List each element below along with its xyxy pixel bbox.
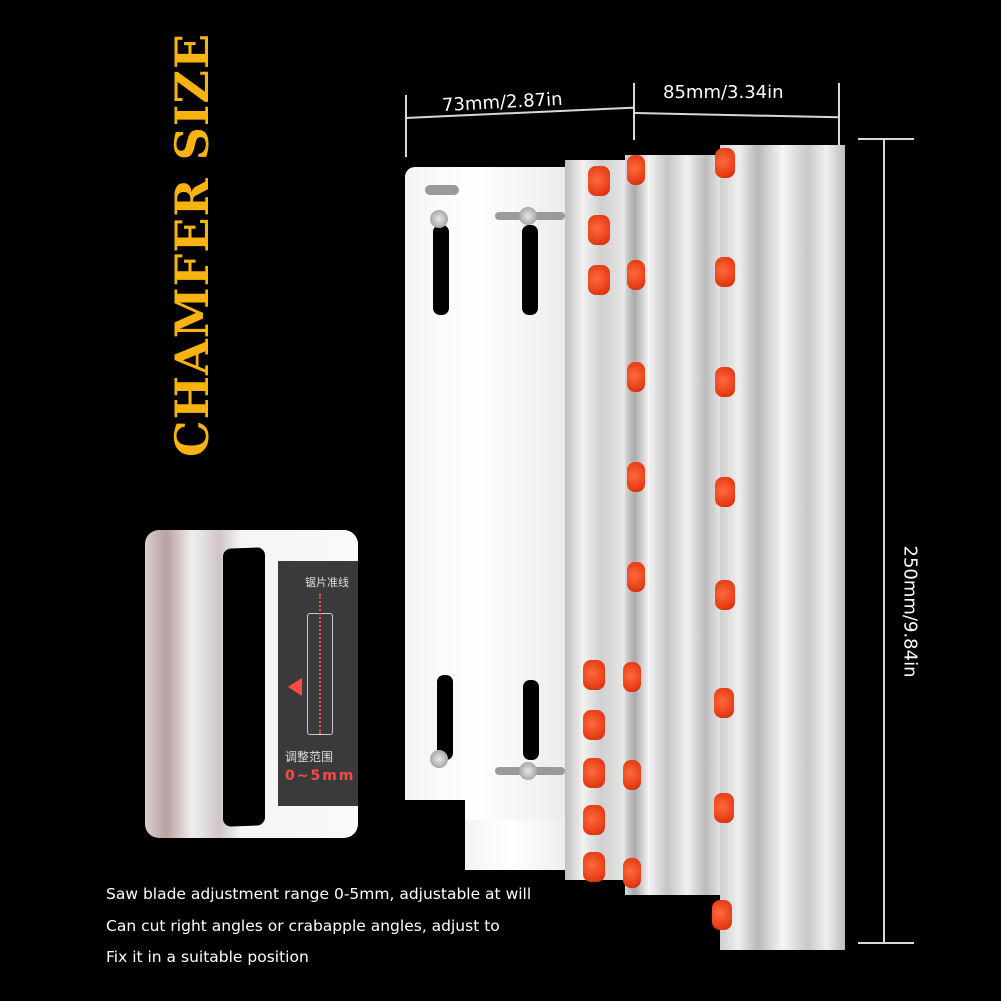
plate-foot	[465, 820, 580, 870]
bolt-icon	[425, 185, 459, 195]
roller-icon	[583, 758, 605, 788]
arrow-left-icon	[288, 678, 302, 696]
title-banner: CHAMFER SIZE	[165, 33, 219, 457]
base-plate	[405, 167, 580, 845]
roller-icon	[715, 580, 735, 610]
inset-label-bottom: 调整范围	[285, 750, 334, 764]
dim-line-height	[883, 139, 885, 943]
plate-notch	[405, 800, 465, 845]
page-title: CHAMFER SIZE	[165, 32, 219, 458]
inset-slot	[223, 547, 265, 827]
roller-icon	[623, 760, 641, 790]
inset-range: 0~5mm	[285, 768, 356, 784]
roller-icon	[588, 265, 610, 295]
roller-icon	[583, 805, 605, 835]
roller-icon	[714, 688, 734, 718]
slot-top-left	[433, 225, 449, 315]
roller-icon	[623, 858, 641, 888]
roller-icon	[588, 215, 610, 245]
slot-bottom-left	[437, 675, 453, 760]
caption-line-3: Fix it in a suitable position	[106, 948, 309, 966]
roller-icon	[583, 660, 605, 690]
inset-blade-line	[319, 594, 321, 734]
detail-inset: 锯片准线 调整范围 0~5mm	[145, 530, 358, 838]
rail-3	[720, 145, 845, 950]
roller-icon	[583, 710, 605, 740]
caption-line-2: Can cut right angles or crabapple angles…	[106, 917, 500, 935]
dim-tick-left	[405, 95, 407, 157]
wing-nut-icon	[519, 207, 537, 225]
wing-nut-icon	[430, 210, 448, 228]
dim-tick-bottom	[858, 942, 914, 944]
roller-icon	[715, 477, 735, 507]
roller-icon	[627, 260, 645, 290]
roller-icon	[588, 166, 610, 196]
dim-tick-right	[838, 83, 840, 145]
caption-line-1: Saw blade adjustment range 0-5mm, adjust…	[106, 885, 532, 903]
slot-top-right	[522, 225, 538, 315]
wing-nut-icon	[430, 750, 448, 768]
roller-icon	[715, 367, 735, 397]
dim-height-label: 250mm/9.84in	[899, 545, 921, 678]
roller-icon	[627, 462, 645, 492]
dim-line-right	[633, 112, 839, 119]
roller-icon	[715, 148, 735, 178]
roller-icon	[627, 155, 645, 185]
dim-width-right-label: 85mm/3.34in	[663, 82, 784, 103]
wing-nut-icon	[519, 762, 537, 780]
roller-icon	[623, 662, 641, 692]
slot-bottom-right	[523, 680, 539, 760]
dim-tick-top	[858, 138, 914, 140]
roller-icon	[583, 852, 605, 882]
roller-icon	[627, 362, 645, 392]
roller-icon	[627, 562, 645, 592]
roller-icon	[715, 257, 735, 287]
dim-tick-middle	[633, 83, 635, 140]
inset-label-top: 锯片准线	[305, 576, 349, 589]
roller-icon	[712, 900, 732, 930]
roller-icon	[714, 793, 734, 823]
